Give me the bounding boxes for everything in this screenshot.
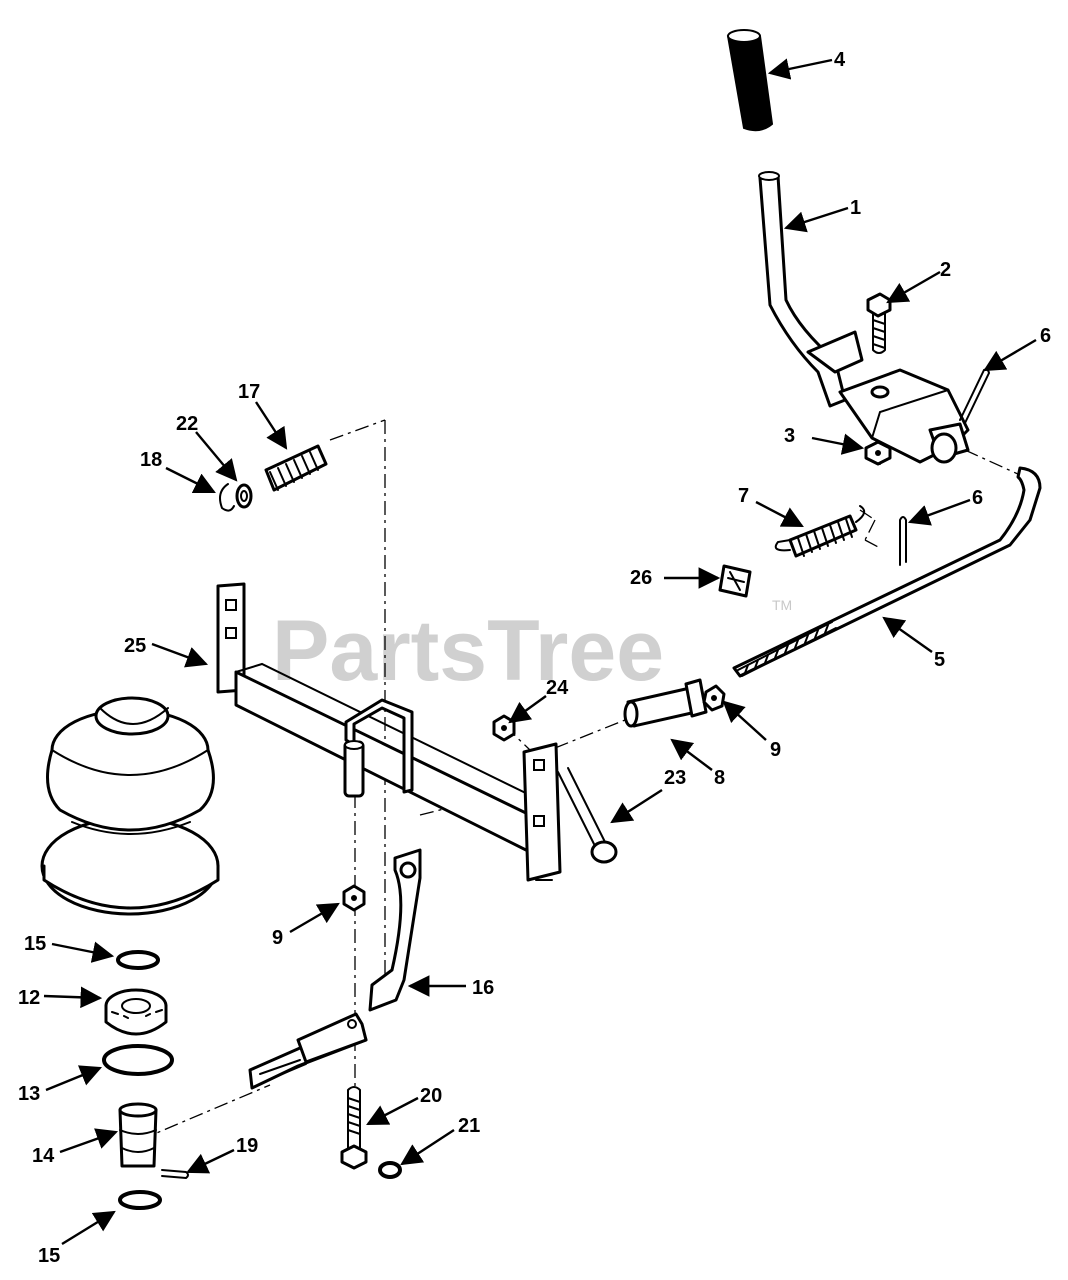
callout-14: 14 bbox=[32, 1145, 55, 1167]
part-20-bolt bbox=[340, 1086, 368, 1170]
callout-15-upper: 15 bbox=[24, 933, 46, 955]
part-25-washer bbox=[235, 483, 253, 509]
part-8-pivot-pin bbox=[623, 678, 708, 728]
callout-3: 3 bbox=[784, 425, 795, 447]
part-5-shift-rod bbox=[732, 466, 1042, 678]
callout-12: 12 bbox=[18, 987, 40, 1009]
callout-20: 20 bbox=[420, 1085, 442, 1107]
callout-8: 8 bbox=[714, 767, 725, 789]
part-16-arm bbox=[248, 848, 422, 1090]
callout-21: 21 bbox=[458, 1115, 480, 1137]
leader-arrows bbox=[43, 58, 1037, 1246]
part-13-retaining-ring bbox=[102, 1044, 174, 1076]
callout-23: 24 bbox=[546, 677, 569, 699]
callout-13: 13 bbox=[18, 1083, 40, 1105]
callout-18: 18 bbox=[140, 449, 162, 471]
callout-6-lower: 6 bbox=[972, 487, 983, 509]
shift-lever-bracket bbox=[838, 368, 970, 464]
part-6-cotter-pin-lower bbox=[899, 516, 907, 566]
part-7-extension-spring bbox=[774, 505, 866, 558]
part-19-pin bbox=[161, 1169, 189, 1179]
callout-4: 4 bbox=[834, 49, 846, 71]
callout-1: 1 bbox=[850, 197, 861, 219]
watermark-trademark: TM bbox=[772, 597, 792, 613]
callout-19: 19 bbox=[236, 1135, 258, 1157]
callout-26: 26 bbox=[630, 567, 652, 589]
callout-9-lower: 9 bbox=[272, 927, 283, 949]
callout-6-upper: 6 bbox=[1040, 325, 1051, 347]
callout-22: 23 bbox=[664, 767, 686, 789]
part-15-retaining-ring-lower bbox=[118, 1190, 162, 1210]
part-2-bolt bbox=[866, 292, 892, 354]
callout-7: 7 bbox=[738, 485, 749, 507]
part-26-plate bbox=[718, 564, 752, 598]
callout-2: 2 bbox=[940, 259, 951, 281]
watermark-text: PartsTree bbox=[272, 603, 664, 699]
part-9-nut-upper bbox=[702, 684, 726, 712]
callout-25: 22 bbox=[176, 413, 198, 435]
part-24-frame bbox=[216, 582, 562, 882]
pulley bbox=[40, 696, 220, 916]
callout-9-upper: 9 bbox=[770, 739, 781, 761]
part-15-retaining-ring-upper bbox=[116, 950, 160, 970]
part-17-compression-spring bbox=[264, 444, 328, 492]
part-22-bolt bbox=[557, 767, 618, 864]
part-23-nut bbox=[492, 714, 516, 742]
part-18-clip bbox=[219, 483, 235, 512]
centerlines bbox=[139, 419, 1021, 1141]
part-3-nut bbox=[864, 440, 892, 466]
callout-24: 25 bbox=[124, 635, 146, 657]
part-1-shift-lever bbox=[758, 171, 864, 408]
callout-5: 5 bbox=[934, 649, 945, 671]
part-21-lock-washer bbox=[378, 1161, 402, 1179]
part-14-shaft bbox=[118, 1102, 158, 1168]
part-4-grip bbox=[726, 29, 774, 132]
callout-16: 16 bbox=[472, 977, 494, 999]
part-6-cotter-pin-upper bbox=[959, 368, 990, 424]
callout-labels: 4 1 2 6 3 6 7 26 5 9 8 24 23 25 17 22 18… bbox=[18, 49, 1051, 1267]
callout-17: 17 bbox=[238, 381, 260, 403]
callout-15-lower: 15 bbox=[38, 1245, 60, 1267]
part-9-nut-lower bbox=[342, 884, 366, 912]
part-12-bearing bbox=[104, 988, 168, 1036]
